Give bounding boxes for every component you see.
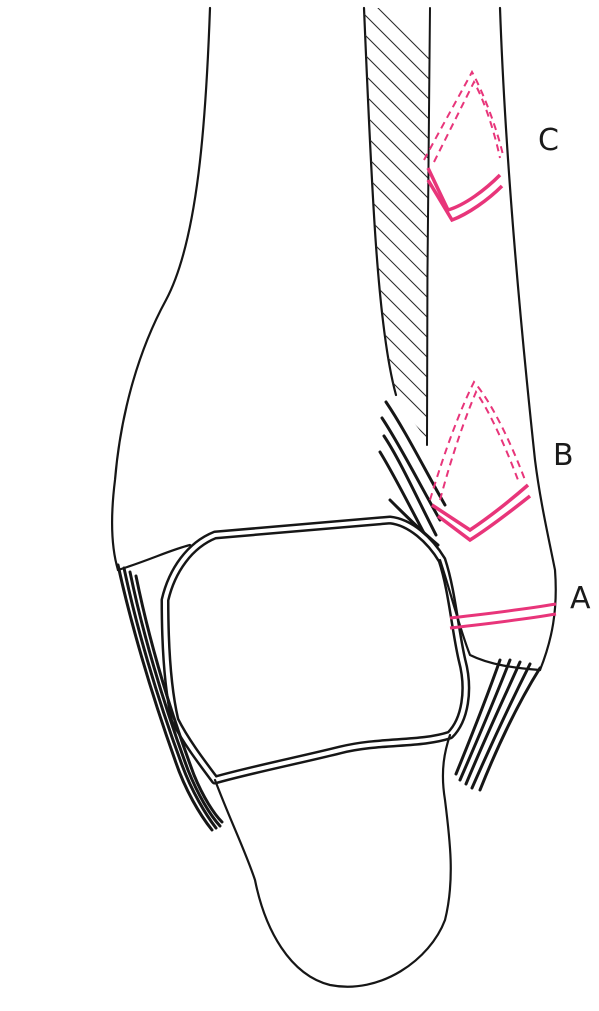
tibia-outline [112, 8, 210, 570]
fibula-inner-edge [427, 8, 430, 445]
talus-outline [165, 520, 466, 780]
fracture-line-b [430, 382, 530, 540]
fracture-line-a [450, 604, 556, 628]
fracture-line-c [424, 72, 503, 220]
label-a: A [570, 581, 591, 616]
label-b: B [553, 438, 574, 473]
fibula-hatch [340, 0, 440, 450]
fibula-outline [500, 8, 556, 670]
label-c: C [538, 123, 559, 158]
